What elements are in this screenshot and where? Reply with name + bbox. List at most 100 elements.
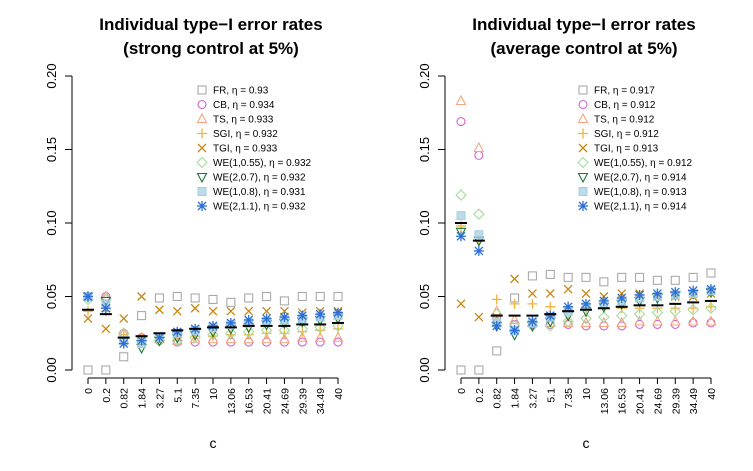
data-point <box>545 301 556 312</box>
legend-label: FR, η = 0.93 <box>213 86 269 97</box>
legend-marker <box>197 143 207 153</box>
data-point <box>297 337 307 347</box>
data-point <box>705 315 717 326</box>
data-point <box>456 211 466 221</box>
chart-title: (strong control at 5%) <box>123 39 299 58</box>
data-point <box>456 231 466 242</box>
data-point <box>279 328 290 339</box>
data-point <box>226 306 236 316</box>
x-tick-label: 40 <box>706 388 718 400</box>
legend-label: WE(1,0.55), η = 0.932 <box>213 158 312 169</box>
data-point <box>208 320 218 331</box>
data-point <box>563 272 573 282</box>
legend-label: WE(2,1.1), η = 0.932 <box>213 202 306 213</box>
x-tick-label: 10 <box>208 388 220 400</box>
data-point <box>635 272 645 282</box>
data-point <box>455 189 467 201</box>
x-tick-label: 29.39 <box>670 388 682 414</box>
data-point <box>706 268 716 278</box>
data-point <box>687 315 699 326</box>
data-point <box>581 272 591 282</box>
legend-label: WE(2,0.7), η = 0.932 <box>213 173 306 184</box>
data-point <box>473 141 485 153</box>
data-point <box>333 337 343 347</box>
data-point <box>510 274 520 284</box>
x-tick-label: 20.41 <box>635 388 647 414</box>
y-tick-label: 0.10 <box>417 210 432 235</box>
legend-label: WE(1,0.55), η = 0.912 <box>594 158 693 169</box>
data-point <box>225 332 237 344</box>
data-point <box>83 306 93 317</box>
x-tick-label: 3.27 <box>154 388 166 409</box>
series-square <box>456 268 716 375</box>
data-point <box>189 331 201 344</box>
y-tick-label: 0.00 <box>44 357 59 382</box>
data-point <box>580 312 592 325</box>
data-point <box>545 269 555 280</box>
legend-marker <box>197 99 207 110</box>
data-point <box>119 314 129 324</box>
data-point <box>154 332 165 343</box>
x-tick-label: 29.39 <box>297 388 309 414</box>
data-point <box>633 308 646 320</box>
x-tick-label: 13.06 <box>599 388 611 414</box>
legend-label: TGI, η = 0.913 <box>594 144 659 155</box>
data-point <box>474 312 484 322</box>
data-point <box>136 335 147 346</box>
chart-title: Individual type−I error rates <box>472 15 695 34</box>
data-point <box>190 303 200 313</box>
legend-marker <box>197 187 207 196</box>
data-point <box>297 291 307 302</box>
data-point <box>509 313 520 325</box>
data-point <box>474 365 484 375</box>
data-point <box>705 302 717 315</box>
data-point <box>634 290 645 301</box>
data-point <box>544 320 557 332</box>
data-point <box>669 315 681 326</box>
data-point <box>296 331 308 342</box>
data-point <box>598 311 610 323</box>
y-tick-label: 0.05 <box>44 284 59 309</box>
data-point <box>208 306 218 316</box>
data-point <box>172 291 182 302</box>
data-point <box>244 293 254 303</box>
data-point <box>599 277 609 287</box>
data-point <box>242 326 255 338</box>
x-tick-label: 16.53 <box>244 388 256 414</box>
data-point <box>315 291 325 302</box>
data-point <box>208 294 218 304</box>
data-point <box>190 293 200 303</box>
y-tick-label: 0.15 <box>417 137 432 162</box>
x-tick-label: 10 <box>581 388 593 400</box>
legend-label: CB, η = 0.934 <box>213 100 275 111</box>
legend-label: WE(2,1.1), η = 0.914 <box>594 202 687 213</box>
x-tick-label: 16.53 <box>617 388 629 414</box>
x-tick-label: 0.82 <box>492 388 504 409</box>
data-point <box>137 292 147 301</box>
data-point <box>171 334 183 345</box>
data-point <box>688 285 699 296</box>
legend-marker <box>577 156 589 169</box>
data-point <box>154 293 164 303</box>
legend-marker <box>578 99 588 110</box>
data-point <box>545 289 555 299</box>
data-point <box>581 289 591 299</box>
data-point <box>118 338 129 349</box>
data-point <box>687 303 699 316</box>
data-point <box>226 297 236 307</box>
y-tick-label: 0.20 <box>417 63 432 88</box>
x-tick-label: 40 <box>333 388 345 400</box>
data-point <box>137 311 147 321</box>
data-point <box>279 312 290 323</box>
data-point <box>154 305 164 315</box>
data-point <box>509 298 520 309</box>
data-point <box>333 291 343 302</box>
data-point <box>244 306 254 316</box>
data-point <box>527 289 537 299</box>
data-point <box>598 316 610 328</box>
data-point <box>315 309 326 320</box>
legend-marker <box>197 85 207 95</box>
data-point <box>491 294 502 305</box>
x-tick-label: 5.1 <box>172 388 184 403</box>
